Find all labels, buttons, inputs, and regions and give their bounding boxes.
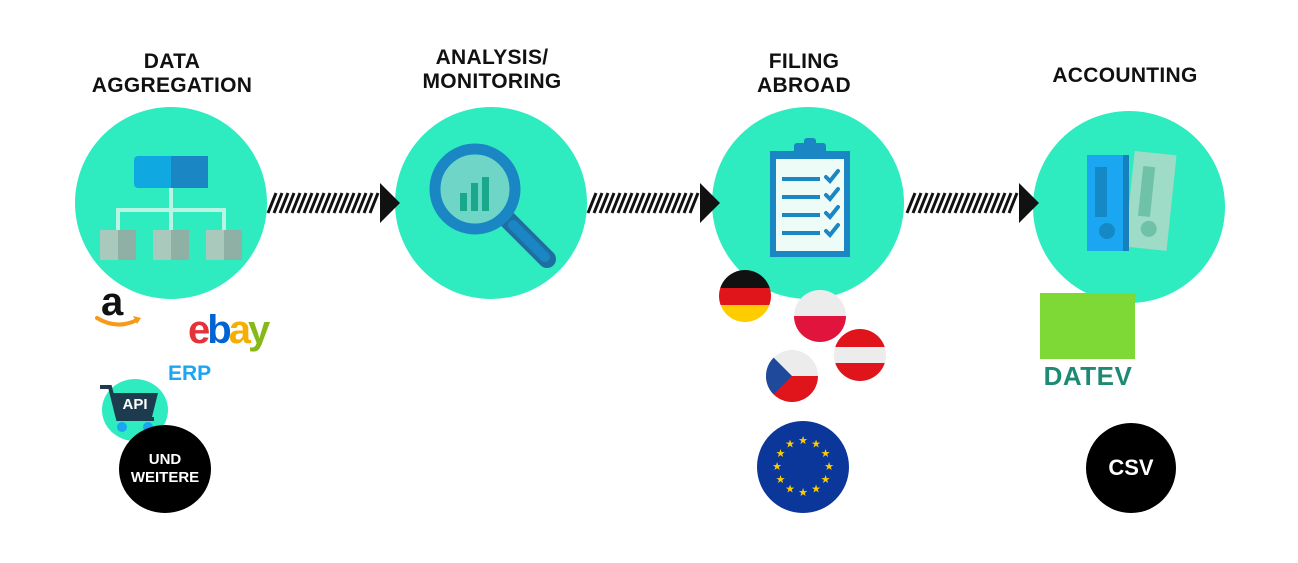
datev-logo: DATEV	[1040, 293, 1136, 391]
magnifier-chart-icon	[429, 143, 556, 268]
svg-text:★: ★	[776, 447, 786, 460]
datev-label: DATEV	[1043, 361, 1133, 391]
erp-label: ERP	[168, 362, 212, 385]
step-circle-analysis-monitoring	[395, 107, 587, 299]
svg-text:★: ★	[798, 486, 808, 499]
czech-flag	[766, 350, 818, 402]
svg-text:★: ★	[811, 438, 821, 451]
step-circle-accounting	[1033, 111, 1225, 303]
svg-text:★: ★	[821, 447, 831, 460]
germany-flag	[719, 270, 771, 322]
svg-text:★: ★	[785, 483, 795, 496]
svg-text:★: ★	[824, 460, 834, 473]
ebay-letter-a: a	[228, 308, 251, 352]
datev-green-block	[1040, 293, 1135, 359]
amazon-smile-icon	[95, 316, 141, 327]
ebay-letter-y: y	[247, 308, 270, 352]
api-label: API	[122, 396, 148, 413]
ebay-letter-b: b	[207, 308, 232, 352]
svg-text:★: ★	[772, 460, 782, 473]
eu-stars-icon: ★ ★ ★ ★ ★ ★ ★ ★ ★ ★ ★ ★	[772, 434, 834, 499]
poland-flag	[794, 290, 846, 342]
step-circle-filing-abroad	[712, 107, 904, 299]
ebay-letter-e: e	[188, 308, 210, 352]
step-circle-data-aggregation	[75, 107, 267, 299]
austria-flag	[834, 329, 886, 381]
svg-text:★: ★	[811, 483, 821, 496]
amazon-logo-letter: a	[101, 280, 124, 324]
binders-icon	[1087, 150, 1177, 251]
amazon-logo: a	[95, 280, 145, 334]
api-cart-badge: API	[98, 379, 170, 441]
svg-text:★: ★	[785, 438, 795, 451]
step-title-accounting: ACCOUNTING	[1052, 64, 1198, 87]
clipboard-checklist-icon	[770, 138, 850, 257]
arrow-step2-to-step3	[586, 183, 720, 223]
csv-badge: CSV	[1086, 423, 1176, 513]
svg-text:★: ★	[821, 473, 831, 486]
step-title-data-aggregation: DATA AGGREGATION	[91, 50, 253, 97]
eu-flag: ★ ★ ★ ★ ★ ★ ★ ★ ★ ★ ★ ★	[757, 421, 849, 513]
und-weitere-badge: UND WEITERE	[119, 425, 211, 513]
step-title-analysis-monitoring: ANALYSIS/ MONITORING	[422, 46, 562, 93]
ebay-logo: ebay	[188, 308, 270, 352]
arrow-step3-to-step4	[905, 183, 1039, 223]
svg-text:★: ★	[798, 434, 808, 447]
step-title-filing-abroad: FILING ABROAD	[757, 50, 851, 97]
hierarchy-icon	[100, 156, 242, 260]
svg-text:★: ★	[776, 473, 786, 486]
arrow-step1-to-step2	[266, 183, 400, 223]
